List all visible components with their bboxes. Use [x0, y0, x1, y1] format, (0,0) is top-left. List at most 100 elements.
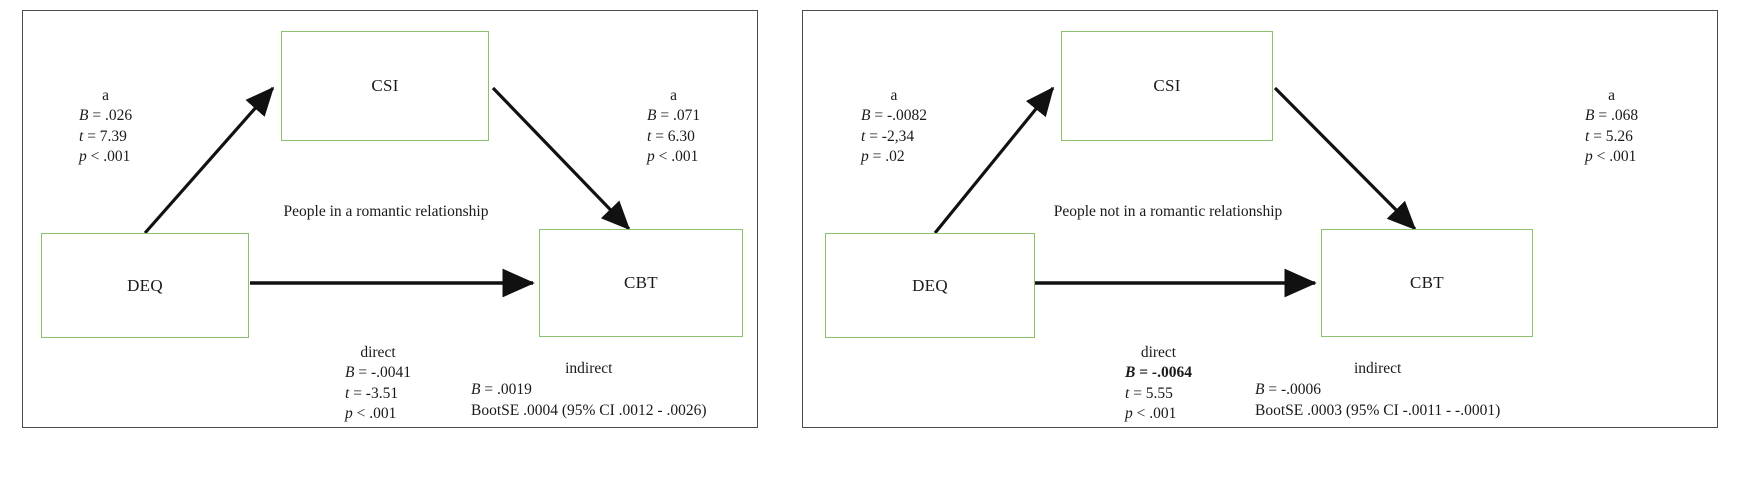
p-symbol: p — [79, 148, 87, 166]
t-symbol: t — [861, 127, 866, 145]
node-label-cbt: CBT — [1410, 273, 1444, 292]
b-symbol: B — [861, 107, 871, 125]
node-box-cbt: CBT — [539, 229, 743, 337]
b-symbol: B — [471, 380, 481, 398]
node-label-deq: DEQ — [912, 275, 948, 295]
t-symbol: t — [1125, 384, 1130, 402]
stat-block-indirect-right: indirect B = -.0006 BootSE .0003 (95% CI… — [1255, 359, 1500, 421]
path-a-header: a — [890, 87, 898, 104]
direct-t-line: t = 5.55 — [1125, 384, 1192, 404]
path-a-b-line: B = -.0082 — [861, 106, 927, 126]
path-a-t-line: t = -2,34 — [861, 127, 927, 147]
direct-p-value: < .001 — [1136, 405, 1177, 423]
panel-no-romantic-relationship: CSI DEQ CBT People not in a romantic rel… — [802, 10, 1718, 428]
panel-romantic-relationship: CSI DEQ CBT People in a romantic relatio… — [22, 10, 758, 428]
indirect-header: indirect — [1353, 360, 1402, 377]
path-a-t-line: t = 7.39 — [79, 127, 132, 147]
direct-header: direct — [360, 344, 396, 361]
stat-block-direct-left: direct B = -.0041 t = -3.51 p < .001 — [345, 343, 411, 425]
node-box-csi: CSI — [281, 31, 489, 141]
indirect-boot-line: BootSE .0003 (95% CI -.0011 - -.0001) — [1255, 401, 1501, 419]
path-b-t-value: = 6.30 — [655, 127, 695, 145]
node-box-deq: DEQ — [825, 233, 1035, 338]
indirect-header: indirect — [565, 360, 613, 377]
p-symbol: p — [1125, 405, 1133, 423]
stat-block-path-b-left: a B = .071 t = 6.30 p < .001 — [647, 86, 700, 168]
direct-b-value: = -.0064 — [1139, 364, 1192, 382]
indirect-b-value: = .0019 — [484, 380, 532, 398]
path-a-b-value: = -.0082 — [874, 107, 927, 125]
direct-header: direct — [1140, 344, 1177, 361]
direct-p-line: p < .001 — [1125, 404, 1192, 424]
p-symbol: p — [861, 148, 869, 166]
direct-p-value: < .001 — [356, 405, 397, 423]
path-b-p-value: < .001 — [658, 148, 699, 166]
b-symbol: B — [345, 364, 355, 382]
direct-b-line: B = -.0064 — [1125, 363, 1192, 383]
path-a-p-value: < .001 — [90, 148, 131, 166]
node-box-csi: CSI — [1061, 31, 1273, 141]
path-a-t-value: = 7.39 — [87, 127, 127, 145]
p-symbol: p — [1585, 148, 1593, 166]
b-symbol: B — [79, 107, 89, 125]
node-label-csi: CSI — [1153, 76, 1181, 95]
stat-block-path-a-left: a B = .026 t = 7.39 p < .001 — [79, 86, 132, 168]
path-b-t-line: t = 5.26 — [1585, 127, 1638, 147]
indirect-b-line: B = .0019 — [471, 380, 707, 401]
direct-p-line: p < .001 — [345, 404, 411, 424]
panel-caption-left: People in a romantic relationship — [283, 203, 489, 220]
arrow-deq-to-csi — [933, 86, 1055, 235]
direct-t-line: t = -3.51 — [345, 384, 411, 404]
b-symbol: B — [647, 107, 657, 125]
p-symbol: p — [647, 148, 655, 166]
arrow-layer-left — [143, 86, 631, 298]
b-symbol: B — [1125, 364, 1136, 382]
indirect-b-line: B = -.0006 — [1255, 380, 1500, 401]
path-b-b-value: = .071 — [660, 107, 701, 125]
path-a-t-value: = -2,34 — [869, 127, 915, 145]
path-b-p-line: p < .001 — [647, 147, 700, 167]
b-symbol: B — [1585, 107, 1595, 125]
path-b-header: a — [670, 87, 677, 104]
path-a-b-value: = .026 — [92, 107, 133, 125]
p-symbol: p — [345, 405, 353, 423]
path-a-p-value: = .02 — [872, 148, 905, 166]
t-symbol: t — [79, 127, 84, 145]
indirect-b-value: = -.0006 — [1268, 380, 1321, 398]
node-label-cbt: CBT — [624, 273, 658, 292]
direct-b-value: = -.0041 — [358, 364, 411, 382]
direct-b-line: B = -.0041 — [345, 363, 411, 383]
t-symbol: t — [345, 384, 350, 402]
stat-block-direct-right: direct B = -.0064 t = 5.55 p < .001 — [1125, 343, 1192, 425]
node-label-deq: DEQ — [127, 275, 163, 295]
b-symbol: B — [1255, 380, 1265, 398]
arrow-csi-to-cbt — [1273, 86, 1417, 231]
t-symbol: t — [647, 127, 652, 145]
path-b-p-value: < .001 — [1596, 148, 1637, 166]
path-b-header: a — [1608, 87, 1615, 104]
node-box-deq: DEQ — [41, 233, 249, 338]
path-a-p-line: p = .02 — [861, 147, 927, 167]
stat-block-indirect-left: indirect B = .0019 BootSE .0004 (95% CI … — [471, 359, 707, 421]
path-b-t-line: t = 6.30 — [647, 127, 700, 147]
stat-block-path-a-right: a B = -.0082 t = -2,34 p = .02 — [861, 86, 927, 168]
indirect-boot-line: BootSE .0004 (95% CI .0012 - .0026) — [471, 401, 707, 419]
node-box-cbt: CBT — [1321, 229, 1533, 337]
path-a-b-line: B = .026 — [79, 106, 132, 126]
path-b-b-line: B = .068 — [1585, 106, 1638, 126]
path-b-t-value: = 5.26 — [1593, 127, 1633, 145]
arrow-layer-right — [933, 86, 1417, 298]
t-symbol: t — [1585, 127, 1590, 145]
path-b-p-line: p < .001 — [1585, 147, 1638, 167]
arrow-deq-to-csi — [143, 86, 275, 235]
direct-t-value: = -3.51 — [353, 384, 399, 402]
panel-caption-right: People not in a romantic relationship — [1053, 203, 1283, 220]
stat-block-path-b-right: a B = .068 t = 5.26 p < .001 — [1585, 86, 1638, 168]
path-a-header: a — [102, 87, 109, 104]
path-b-b-value: = .068 — [1598, 107, 1639, 125]
path-a-p-line: p < .001 — [79, 147, 132, 167]
node-label-csi: CSI — [371, 76, 399, 95]
direct-t-value: = 5.55 — [1133, 384, 1173, 402]
arrow-csi-to-cbt — [491, 86, 631, 231]
